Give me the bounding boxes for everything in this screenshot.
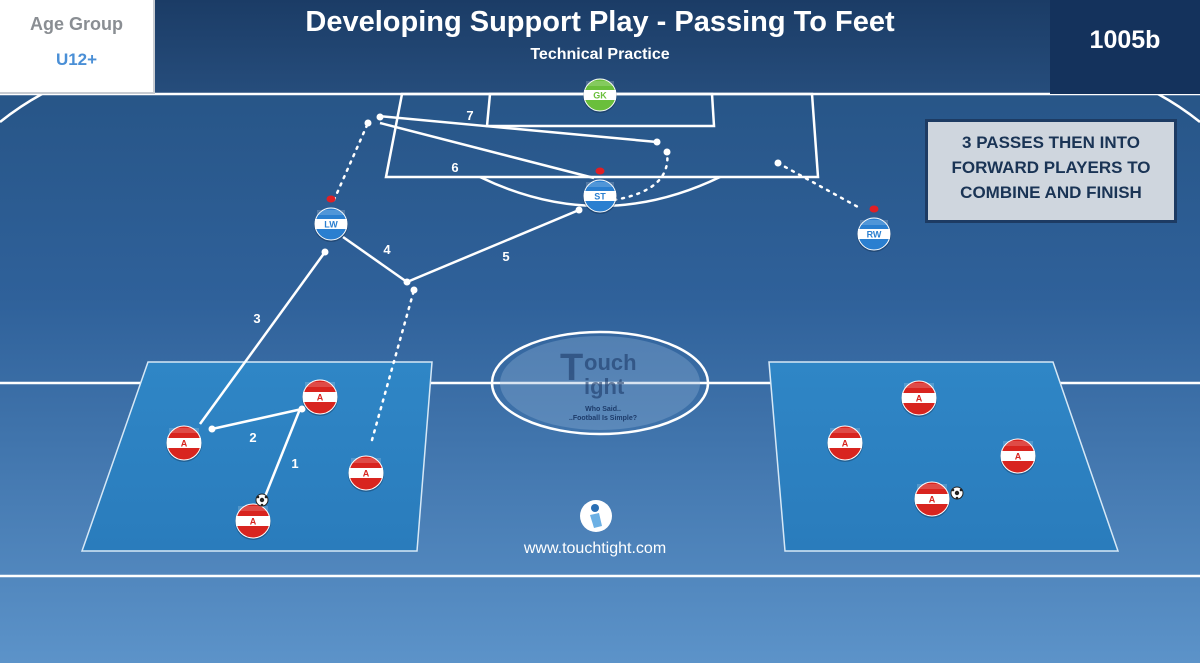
pass-number-5: 5 bbox=[502, 249, 510, 264]
pass-number-2: 2 bbox=[249, 430, 257, 445]
session-title: Developing Support Play - Passing To Fee… bbox=[305, 6, 895, 38]
football-icon bbox=[255, 493, 269, 507]
logo-tagline-1: Who Said.. bbox=[585, 406, 621, 413]
player-label: GK bbox=[593, 91, 607, 101]
pass-2 bbox=[211, 407, 303, 431]
corner-arc-left bbox=[0, 92, 43, 123]
player-marker-st: ST bbox=[583, 167, 617, 214]
player-label: A bbox=[317, 393, 324, 403]
pass-number-6: 6 bbox=[451, 160, 459, 175]
player-marker-rw: RW bbox=[857, 205, 891, 252]
run-central bbox=[370, 288, 416, 442]
website-icon bbox=[580, 500, 612, 532]
player-label: ST bbox=[594, 192, 606, 202]
player-label: A bbox=[181, 439, 188, 449]
session-subtitle: Technical Practice bbox=[530, 46, 670, 63]
player-label: A bbox=[929, 495, 936, 505]
age-group-box: Age Group U12+ bbox=[0, 0, 155, 94]
red-flag-icon bbox=[869, 205, 879, 213]
player-marker-a: A bbox=[235, 493, 271, 540]
pass-number-7: 7 bbox=[466, 108, 474, 123]
six-yard-box bbox=[485, 92, 716, 128]
instruction-line-2: FORWARD PLAYERS TO bbox=[951, 158, 1151, 177]
player-label: LW bbox=[324, 220, 338, 230]
player-marker-a: A bbox=[1000, 438, 1036, 475]
instruction-box: 3 PASSES THEN INTO FORWARD PLAYERS TO CO… bbox=[925, 119, 1177, 223]
player-marker-a: A bbox=[302, 379, 338, 416]
football-icon bbox=[950, 486, 964, 500]
player-label: A bbox=[1015, 452, 1022, 462]
pass-number-1: 1 bbox=[291, 456, 299, 471]
age-group-label: Age Group bbox=[30, 14, 123, 34]
pass-3 bbox=[198, 251, 327, 425]
player-label: A bbox=[363, 469, 370, 479]
pass-number-4: 4 bbox=[383, 242, 391, 257]
header-band bbox=[0, 0, 1200, 94]
instruction-line-1: 3 PASSES THEN INTO bbox=[962, 133, 1140, 152]
player-label: A bbox=[250, 517, 257, 527]
logo-tagline: Who Said.. ..Football Is Simple? bbox=[508, 405, 698, 423]
red-flag-icon bbox=[595, 167, 605, 175]
pass-5 bbox=[406, 208, 580, 284]
route-points bbox=[208, 113, 782, 433]
run-lw bbox=[332, 121, 370, 202]
session-code: 1005b bbox=[1089, 26, 1161, 54]
player-marker-a: A bbox=[901, 380, 937, 417]
left-grid bbox=[80, 361, 433, 552]
pass-number-3: 3 bbox=[253, 311, 261, 326]
instruction-line-3: COMBINE AND FINISH bbox=[960, 183, 1142, 202]
passing-routes bbox=[198, 114, 860, 515]
website-url: www.touchtight.com bbox=[523, 540, 667, 557]
player-marker-a: A bbox=[827, 425, 863, 462]
svg-text:ight: ight bbox=[584, 374, 625, 399]
player-label: A bbox=[842, 439, 849, 449]
player-marker-lw: LW bbox=[314, 195, 348, 242]
corner-arc-right bbox=[1157, 92, 1200, 123]
svg-text:ouch: ouch bbox=[584, 350, 637, 375]
age-group-value: U12+ bbox=[55, 50, 98, 69]
pass-4 bbox=[342, 235, 408, 284]
player-marker-a: A bbox=[914, 481, 964, 518]
players: GK ST LW RW A A A A A A A A bbox=[166, 78, 1036, 540]
run-rw bbox=[776, 161, 860, 209]
player-marker-gk: GK bbox=[583, 78, 617, 113]
player-label: RW bbox=[867, 230, 882, 240]
session-code-box: 1005b bbox=[1050, 0, 1200, 94]
run-st bbox=[612, 150, 669, 202]
pass-6 bbox=[379, 121, 595, 180]
player-marker-a: A bbox=[348, 455, 384, 492]
right-grid bbox=[768, 361, 1120, 552]
player-label: A bbox=[916, 394, 923, 404]
centre-circle bbox=[490, 330, 710, 436]
pass-7 bbox=[377, 114, 658, 144]
logo-tagline-2: ..Football Is Simple? bbox=[568, 415, 638, 422]
touchtight-logo: T ouch ight bbox=[500, 336, 700, 430]
svg-text:T: T bbox=[560, 347, 583, 389]
player-marker-a: A bbox=[166, 425, 202, 462]
red-flag-icon bbox=[326, 195, 336, 203]
